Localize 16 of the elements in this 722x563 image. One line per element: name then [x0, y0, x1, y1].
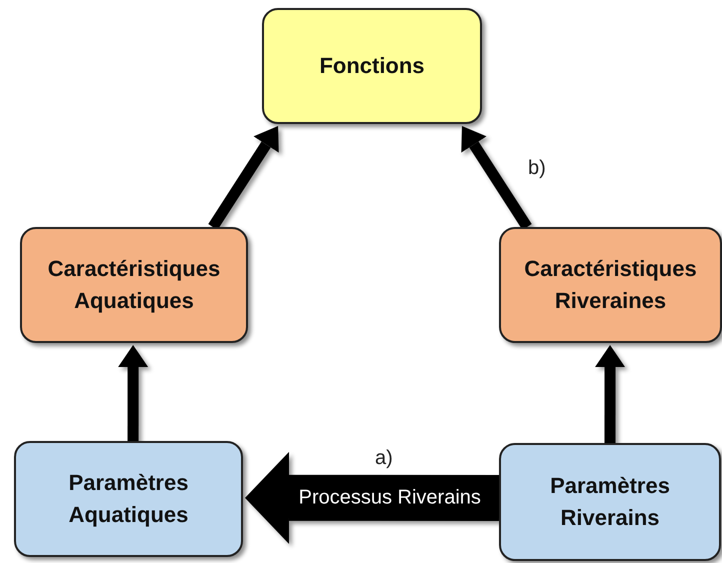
node-text: Paramètres Riverains — [549, 472, 671, 532]
node-text: Fonctions — [319, 52, 425, 80]
process-box — [262, 8, 482, 124]
process-box — [20, 227, 248, 343]
process-box — [499, 443, 721, 561]
arrow — [461, 126, 532, 230]
node-text: Caractéristiques Riveraines — [523, 255, 698, 315]
arrow — [118, 345, 148, 441]
node-text: Caractéristiques Aquatiques — [46, 255, 222, 315]
node-text: Paramètres Aquatiques — [68, 469, 190, 529]
annotation-label: a) — [375, 447, 393, 470]
arrow — [595, 345, 626, 443]
process-box — [14, 441, 243, 557]
process-box — [499, 227, 722, 343]
arrow — [208, 126, 279, 230]
annotation-label: b) — [528, 157, 546, 180]
